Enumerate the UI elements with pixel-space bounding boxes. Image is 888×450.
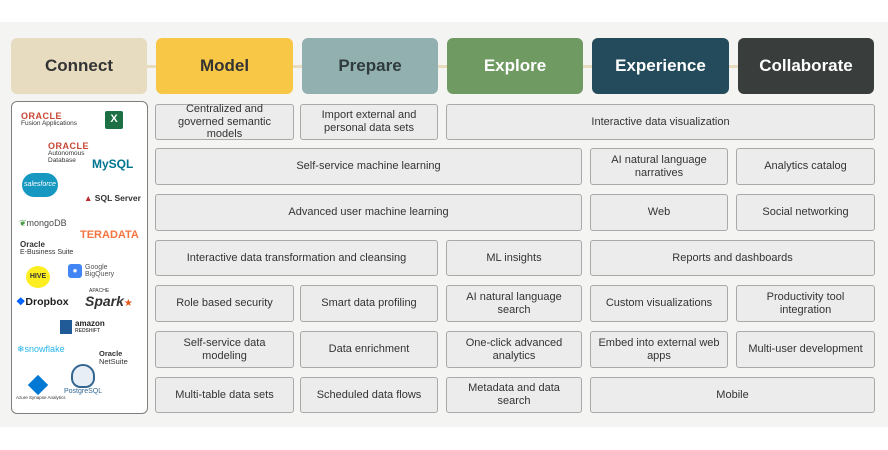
spark-logo: APACHE Spark★ (85, 288, 133, 311)
azure-synapse-icon (27, 374, 49, 396)
cell-role-based-security: Role based security (155, 285, 294, 322)
data-source-logos-panel: ORACLE Fusion Applications X ORACLE Auto… (11, 101, 148, 414)
bigquery-label: Google BigQuery (85, 264, 114, 279)
stage-connector (582, 65, 594, 68)
stage-model: Model (156, 38, 293, 94)
cell-smart-data-profiling: Smart data profiling (300, 285, 438, 322)
bigquery-brand: Google (85, 264, 108, 271)
sql-server-icon: ▲ (84, 193, 93, 203)
cell-social-networking: Social networking (736, 194, 875, 231)
redshift-icon (60, 320, 72, 334)
salesforce-logo: salesforce (22, 173, 58, 197)
mongodb-leaf-icon: ❦ (19, 218, 27, 228)
redshift-sub: REDSHIFT (75, 327, 100, 334)
stage-explore: Explore (447, 38, 583, 94)
azure-synapse-logo: Azure Synapse Analytics (16, 374, 66, 401)
stage-experience: Experience (592, 38, 729, 94)
cell-metadata-search: Metadata and data search (446, 377, 582, 413)
bigquery-logo: ● Google BigQuery (68, 264, 114, 279)
cell-data-enrichment: Data enrichment (300, 331, 438, 368)
redshift-brand: amazon (75, 319, 105, 329)
cell-interactive-data-visualization: Interactive data visualization (446, 104, 875, 140)
cell-multi-user-development: Multi-user development (736, 331, 875, 368)
sql-server-text: SQL Server (94, 193, 141, 203)
bigquery-icon: ● (68, 264, 82, 279)
cell-advanced-ml: Advanced user machine learning (155, 194, 582, 231)
cell-self-service-data-modeling: Self-service data modeling (155, 331, 294, 368)
sql-server-logo: ▲ SQL Server (84, 194, 141, 203)
cell-data-transformation: Interactive data transformation and clea… (155, 240, 438, 276)
cell-analytics-catalog: Analytics catalog (736, 148, 875, 185)
stage-collaborate: Collaborate (738, 38, 874, 94)
cell-import-data-sets: Import external and personal data sets (300, 104, 438, 140)
spark-text: Spark (85, 293, 124, 310)
postgresql-logo: PostgreSQL (64, 364, 102, 395)
oracle-adb-logo: ORACLE Autonomous Database (48, 141, 90, 165)
cell-productivity-tool-integration: Productivity tool integration (736, 285, 875, 322)
snowflake-logo: ❄snowflake (17, 344, 65, 354)
cell-multi-table-data-sets: Multi-table data sets (155, 377, 294, 413)
netsuite-sub: NetSuite (99, 356, 128, 366)
excel-logo: X (105, 111, 123, 129)
cell-ai-narratives: AI natural language narratives (590, 148, 728, 185)
mysql-logo: MySQL (92, 157, 134, 171)
oracle-ebs-brand: Oracle (20, 240, 45, 249)
mongodb-logo: ❦mongoDB (19, 218, 67, 228)
cell-scheduled-data-flows: Scheduled data flows (300, 377, 438, 413)
cell-mobile: Mobile (590, 377, 875, 413)
cell-one-click-analytics: One-click advanced analytics (446, 331, 582, 368)
postgresql-text: PostgreSQL (64, 388, 103, 395)
oracle-ebs-logo: Oracle E-Business Suite (20, 240, 74, 257)
azure-synapse-text: Azure Synapse Analytics (16, 395, 66, 400)
dropbox-icon: ❖ (16, 296, 26, 308)
cell-ml-insights: ML insights (446, 240, 582, 276)
hive-logo: HIVE (26, 266, 50, 288)
cell-reports-dashboards: Reports and dashboards (590, 240, 875, 276)
oracle-adb-sub: Autonomous Database (48, 150, 85, 165)
stage-connector (437, 65, 449, 68)
netsuite-logo: Oracle NetSuite (99, 350, 128, 366)
cell-centralized-semantic-models: Centralized and governed semantic models (155, 103, 294, 140)
spark-star-icon: ★ (123, 298, 133, 310)
cell-embed-web-apps: Embed into external web apps (590, 331, 728, 368)
redshift-label: amazon REDSHIFT (75, 319, 105, 334)
redshift-logo: amazon REDSHIFT (60, 319, 105, 334)
snowflake-icon: ❄ (17, 344, 25, 354)
stage-connector (292, 65, 304, 68)
stage-prepare: Prepare (302, 38, 438, 94)
oracle-ebs-sub: E-Business Suite (20, 249, 74, 257)
cell-custom-visualizations: Custom visualizations (590, 285, 728, 322)
snowflake-text: snowflake (24, 344, 65, 354)
dropbox-logo: ❖Dropbox (16, 296, 69, 308)
bigquery-sub: BigQuery (85, 271, 115, 279)
mongodb-text: mongoDB (26, 218, 67, 228)
netsuite-brand: Oracle (99, 349, 123, 358)
spark-pre: APACHE (89, 288, 110, 294)
dropbox-text: Dropbox (25, 296, 69, 308)
postgresql-elephant-icon (71, 364, 96, 388)
stage-connector (146, 65, 158, 68)
cell-ai-search: AI natural language search (446, 285, 582, 322)
oracle-adb-brand: ORACLE (48, 141, 89, 151)
stage-connect: Connect (11, 38, 147, 94)
cell-self-service-ml: Self-service machine learning (155, 148, 582, 185)
teradata-logo: TERADATA (80, 229, 139, 241)
oracle-fusion-logo: ORACLE Fusion Applications (21, 111, 78, 128)
oracle-fusion-sub: Fusion Applications (21, 120, 78, 128)
stage-connector (728, 65, 740, 68)
oracle-fusion-brand: ORACLE (21, 111, 62, 121)
cell-web: Web (590, 194, 728, 231)
